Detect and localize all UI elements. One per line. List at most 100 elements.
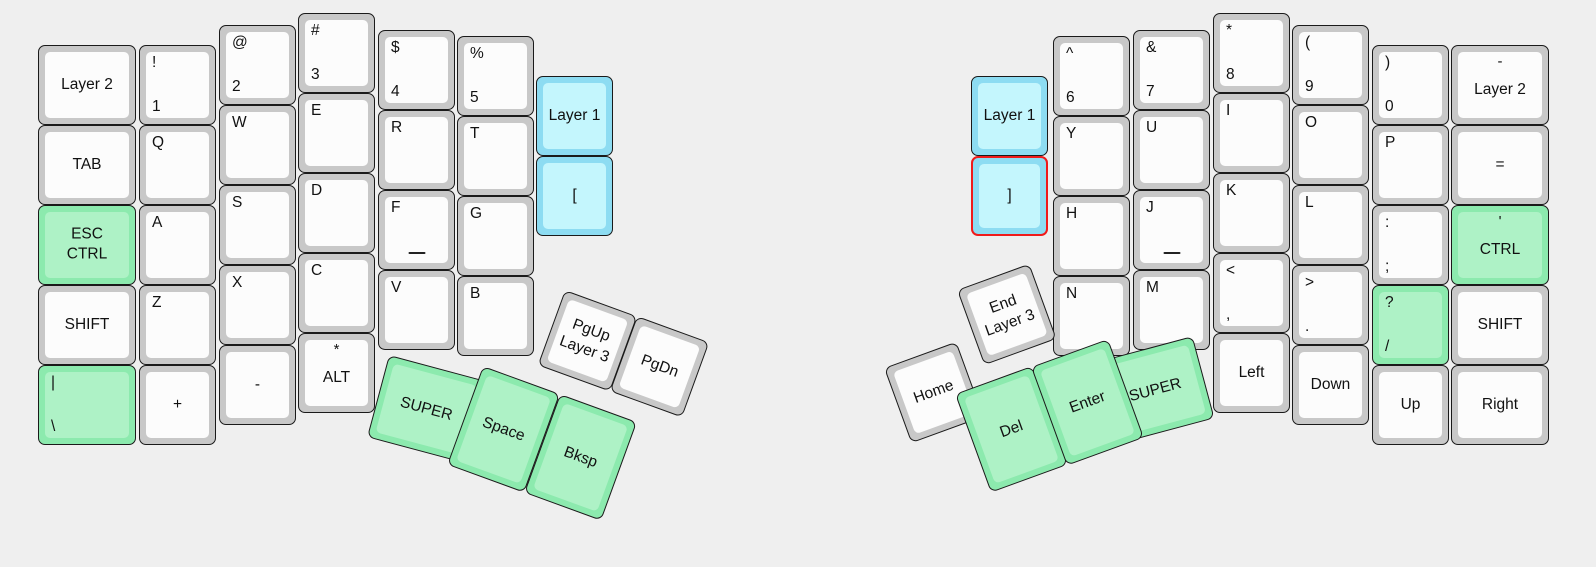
key-[interactable]: = bbox=[1451, 125, 1549, 205]
key-layer-1[interactable]: Layer 1 bbox=[971, 76, 1048, 156]
keycap: X bbox=[226, 272, 289, 338]
key-shift[interactable]: SHIFT bbox=[38, 285, 136, 365]
keycap: Left bbox=[1220, 340, 1283, 406]
key-p[interactable]: P bbox=[1372, 125, 1449, 205]
key-layer-1[interactable]: Layer 1 bbox=[536, 76, 613, 156]
homing-bar-icon bbox=[408, 251, 425, 254]
key-legend: = bbox=[1495, 155, 1505, 173]
key-x[interactable]: X bbox=[219, 265, 296, 345]
keycap: Z bbox=[146, 292, 209, 358]
keycap: G bbox=[464, 203, 527, 269]
key-legend: ESC CTRL bbox=[66, 225, 108, 263]
key-b[interactable]: B bbox=[457, 276, 534, 356]
key-[interactable]: %5 bbox=[457, 36, 534, 116]
keycap: M bbox=[1140, 277, 1203, 343]
key-legend: Enter bbox=[1066, 387, 1108, 417]
keycap: |\ bbox=[45, 372, 129, 438]
key-[interactable]: (9 bbox=[1292, 25, 1369, 105]
key-[interactable]: ] bbox=[971, 156, 1048, 236]
key-shift[interactable]: SHIFT bbox=[1451, 285, 1549, 365]
key-legend-glyph: * bbox=[333, 341, 340, 358]
key-[interactable]: |\ bbox=[38, 365, 136, 445]
key-[interactable]: :; bbox=[1372, 205, 1449, 285]
key-up[interactable]: Up bbox=[1372, 365, 1449, 445]
key-alt[interactable]: * ALT bbox=[298, 333, 375, 413]
key-legend-primary: Q bbox=[152, 134, 165, 151]
key-[interactable]: )0 bbox=[1372, 45, 1449, 125]
key-e[interactable]: E bbox=[298, 93, 375, 173]
key-legend: SHIFT bbox=[64, 315, 110, 333]
key-legend: [ bbox=[572, 186, 577, 204]
key-tab[interactable]: TAB bbox=[38, 125, 136, 205]
key-ctrl[interactable]: 'CTRL bbox=[1451, 205, 1549, 285]
keycap: [ bbox=[543, 163, 606, 229]
key-legend-primary: $ bbox=[391, 39, 400, 56]
key-[interactable]: >. bbox=[1292, 265, 1369, 345]
key-u[interactable]: U bbox=[1133, 110, 1210, 190]
key-left[interactable]: Left bbox=[1213, 333, 1290, 413]
key-legend-primary: I bbox=[1226, 102, 1231, 119]
key-i[interactable]: I bbox=[1213, 93, 1290, 173]
key-[interactable]: [ bbox=[536, 156, 613, 236]
key-layer-2[interactable]: -Layer 2 bbox=[1451, 45, 1549, 125]
keycap: O bbox=[1299, 112, 1362, 178]
key-legend: SUPER bbox=[398, 393, 455, 424]
keycap: SHIFT bbox=[1458, 292, 1542, 358]
key-legend: SHIFT bbox=[1477, 315, 1523, 333]
key-n[interactable]: N bbox=[1053, 276, 1130, 356]
key-j[interactable]: J bbox=[1133, 190, 1210, 270]
key-esc[interactable]: ESC CTRL bbox=[38, 205, 136, 285]
key-legend: Bksp bbox=[561, 442, 600, 471]
key-legend-primary: X bbox=[232, 274, 243, 291]
keycap: ?/ bbox=[1379, 292, 1442, 358]
key-c[interactable]: C bbox=[298, 253, 375, 333]
key-f[interactable]: F bbox=[378, 190, 455, 270]
keycap: - bbox=[226, 352, 289, 418]
key-[interactable]: @2 bbox=[219, 25, 296, 105]
key-[interactable]: + bbox=[139, 365, 216, 445]
key-legend-secondary: 0 bbox=[1385, 97, 1394, 115]
key-a[interactable]: A bbox=[139, 205, 216, 285]
key-[interactable]: <, bbox=[1213, 253, 1290, 333]
key-[interactable]: $4 bbox=[378, 30, 455, 110]
key-[interactable]: *8 bbox=[1213, 13, 1290, 93]
key-down[interactable]: Down bbox=[1292, 345, 1369, 425]
key-layer-2[interactable]: Layer 2 bbox=[38, 45, 136, 125]
key-legend-primary: L bbox=[1305, 194, 1314, 211]
key-legend: CTRL bbox=[1479, 241, 1521, 259]
key-g[interactable]: G bbox=[457, 196, 534, 276]
key-end[interactable]: End Layer 3 bbox=[957, 263, 1057, 366]
key-legend-primary: N bbox=[1066, 285, 1078, 302]
key-y[interactable]: Y bbox=[1053, 116, 1130, 196]
key-[interactable]: ^6 bbox=[1053, 36, 1130, 116]
key-k[interactable]: K bbox=[1213, 173, 1290, 253]
key-s[interactable]: S bbox=[219, 185, 296, 265]
key-h[interactable]: H bbox=[1053, 196, 1130, 276]
key-[interactable]: #3 bbox=[298, 13, 375, 93]
key-w[interactable]: W bbox=[219, 105, 296, 185]
key-[interactable]: !1 bbox=[139, 45, 216, 125]
keycap: R bbox=[385, 117, 448, 183]
key-legend: ALT bbox=[322, 369, 351, 387]
key-r[interactable]: R bbox=[378, 110, 455, 190]
key-q[interactable]: Q bbox=[139, 125, 216, 205]
keycap: J bbox=[1140, 197, 1203, 263]
key-z[interactable]: Z bbox=[139, 285, 216, 365]
key-l[interactable]: L bbox=[1292, 185, 1369, 265]
keycap: I bbox=[1220, 100, 1283, 166]
keycap: A bbox=[146, 212, 209, 278]
key-legend-secondary: , bbox=[1226, 305, 1231, 323]
key-legend: PgDn bbox=[638, 351, 681, 381]
key-[interactable]: - bbox=[219, 345, 296, 425]
key-d[interactable]: D bbox=[298, 173, 375, 253]
key-[interactable]: ?/ bbox=[1372, 285, 1449, 365]
keycap: End Layer 3 bbox=[965, 272, 1048, 357]
key-o[interactable]: O bbox=[1292, 105, 1369, 185]
key-t[interactable]: T bbox=[457, 116, 534, 196]
key-[interactable]: &7 bbox=[1133, 30, 1210, 110]
key-right[interactable]: Right bbox=[1451, 365, 1549, 445]
key-m[interactable]: M bbox=[1133, 270, 1210, 350]
key-legend-primary: D bbox=[311, 182, 323, 199]
keycap: + bbox=[146, 372, 209, 438]
key-v[interactable]: V bbox=[378, 270, 455, 350]
